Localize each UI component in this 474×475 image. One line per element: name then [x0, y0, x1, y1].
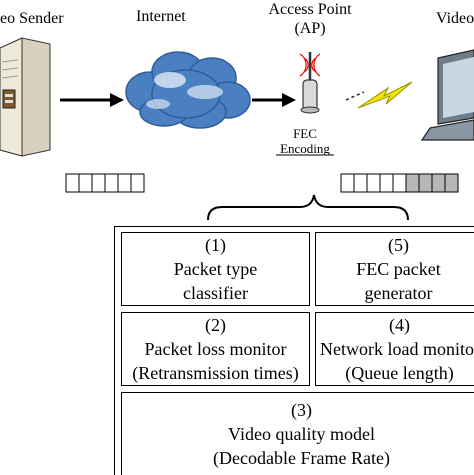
module-number: (2) [204, 315, 226, 335]
module-number: (5) [387, 235, 409, 255]
fec-packet-cell [431, 173, 446, 193]
fec-brace [207, 194, 409, 221]
cloud-icon [125, 51, 251, 129]
module-network-load-monitor: (4) Network load monito (Queue length) [315, 312, 474, 386]
module-subtitle: (Decodable Frame Rate) [213, 448, 390, 468]
fec-packet-cell [444, 173, 459, 193]
module-title: Network load monito [320, 339, 474, 359]
label-internet: Internet [136, 8, 186, 25]
module-title: Packet type [173, 259, 258, 279]
packet-cell [340, 173, 355, 193]
module-packet-type-classifier: (1) Packet type classifier [121, 232, 310, 306]
label-encoding: Encoding [280, 141, 330, 156]
packet-cell [91, 173, 106, 193]
server-icon [0, 37, 51, 157]
label-video-sender: eo Sender [0, 10, 64, 27]
packet-cell [392, 173, 407, 193]
module-packet-loss-monitor: (2) Packet loss monitor (Retransmission … [121, 312, 310, 386]
packet-cell [78, 173, 93, 193]
fec-packet-cell [418, 173, 433, 193]
module-title: Video quality model [228, 424, 375, 444]
module-subtitle: (Queue length) [345, 363, 454, 383]
label-video-receiver: Video [436, 10, 474, 27]
module-number: (4) [389, 315, 410, 335]
arrow-internet-to-ap [252, 93, 296, 107]
module-title: FEC packet [356, 259, 441, 279]
packet-cell [366, 173, 381, 193]
wireless-link-icon [345, 81, 413, 109]
module-subtitle: generator [364, 283, 433, 303]
label-fec: FEC [293, 126, 317, 141]
module-title: Packet loss monitor [144, 339, 287, 359]
laptop-icon [420, 49, 474, 141]
packet-cell [353, 173, 368, 193]
module-number: (3) [291, 400, 312, 420]
packet-cell [65, 173, 80, 193]
module-subtitle: classifier [183, 283, 248, 303]
module-subtitle: (Retransmission times) [132, 363, 299, 383]
packet-cell [117, 173, 132, 193]
label-access-point-line2: (AP) [294, 20, 326, 37]
packet-queue-sender-side [65, 173, 145, 193]
packet-queue-ap-side [340, 173, 459, 193]
access-point-icon [299, 52, 321, 114]
packet-cell [379, 173, 394, 193]
fec-packet-cell [405, 173, 420, 193]
fec-module-panel [114, 226, 474, 475]
label-access-point-line1: Access Point [268, 1, 352, 18]
module-video-quality-model: (3) Video quality model (Decodable Frame… [121, 392, 474, 475]
packet-cell [104, 173, 119, 193]
packet-cell [130, 173, 145, 193]
module-fec-packet-generator: (5) FEC packet generator [315, 232, 474, 306]
label-access-point: Access Point (AP) [250, 0, 370, 38]
module-number: (1) [204, 235, 226, 255]
arrow-sender-to-internet [60, 93, 124, 107]
label-fec-encoding: FEC Encoding [265, 126, 345, 156]
